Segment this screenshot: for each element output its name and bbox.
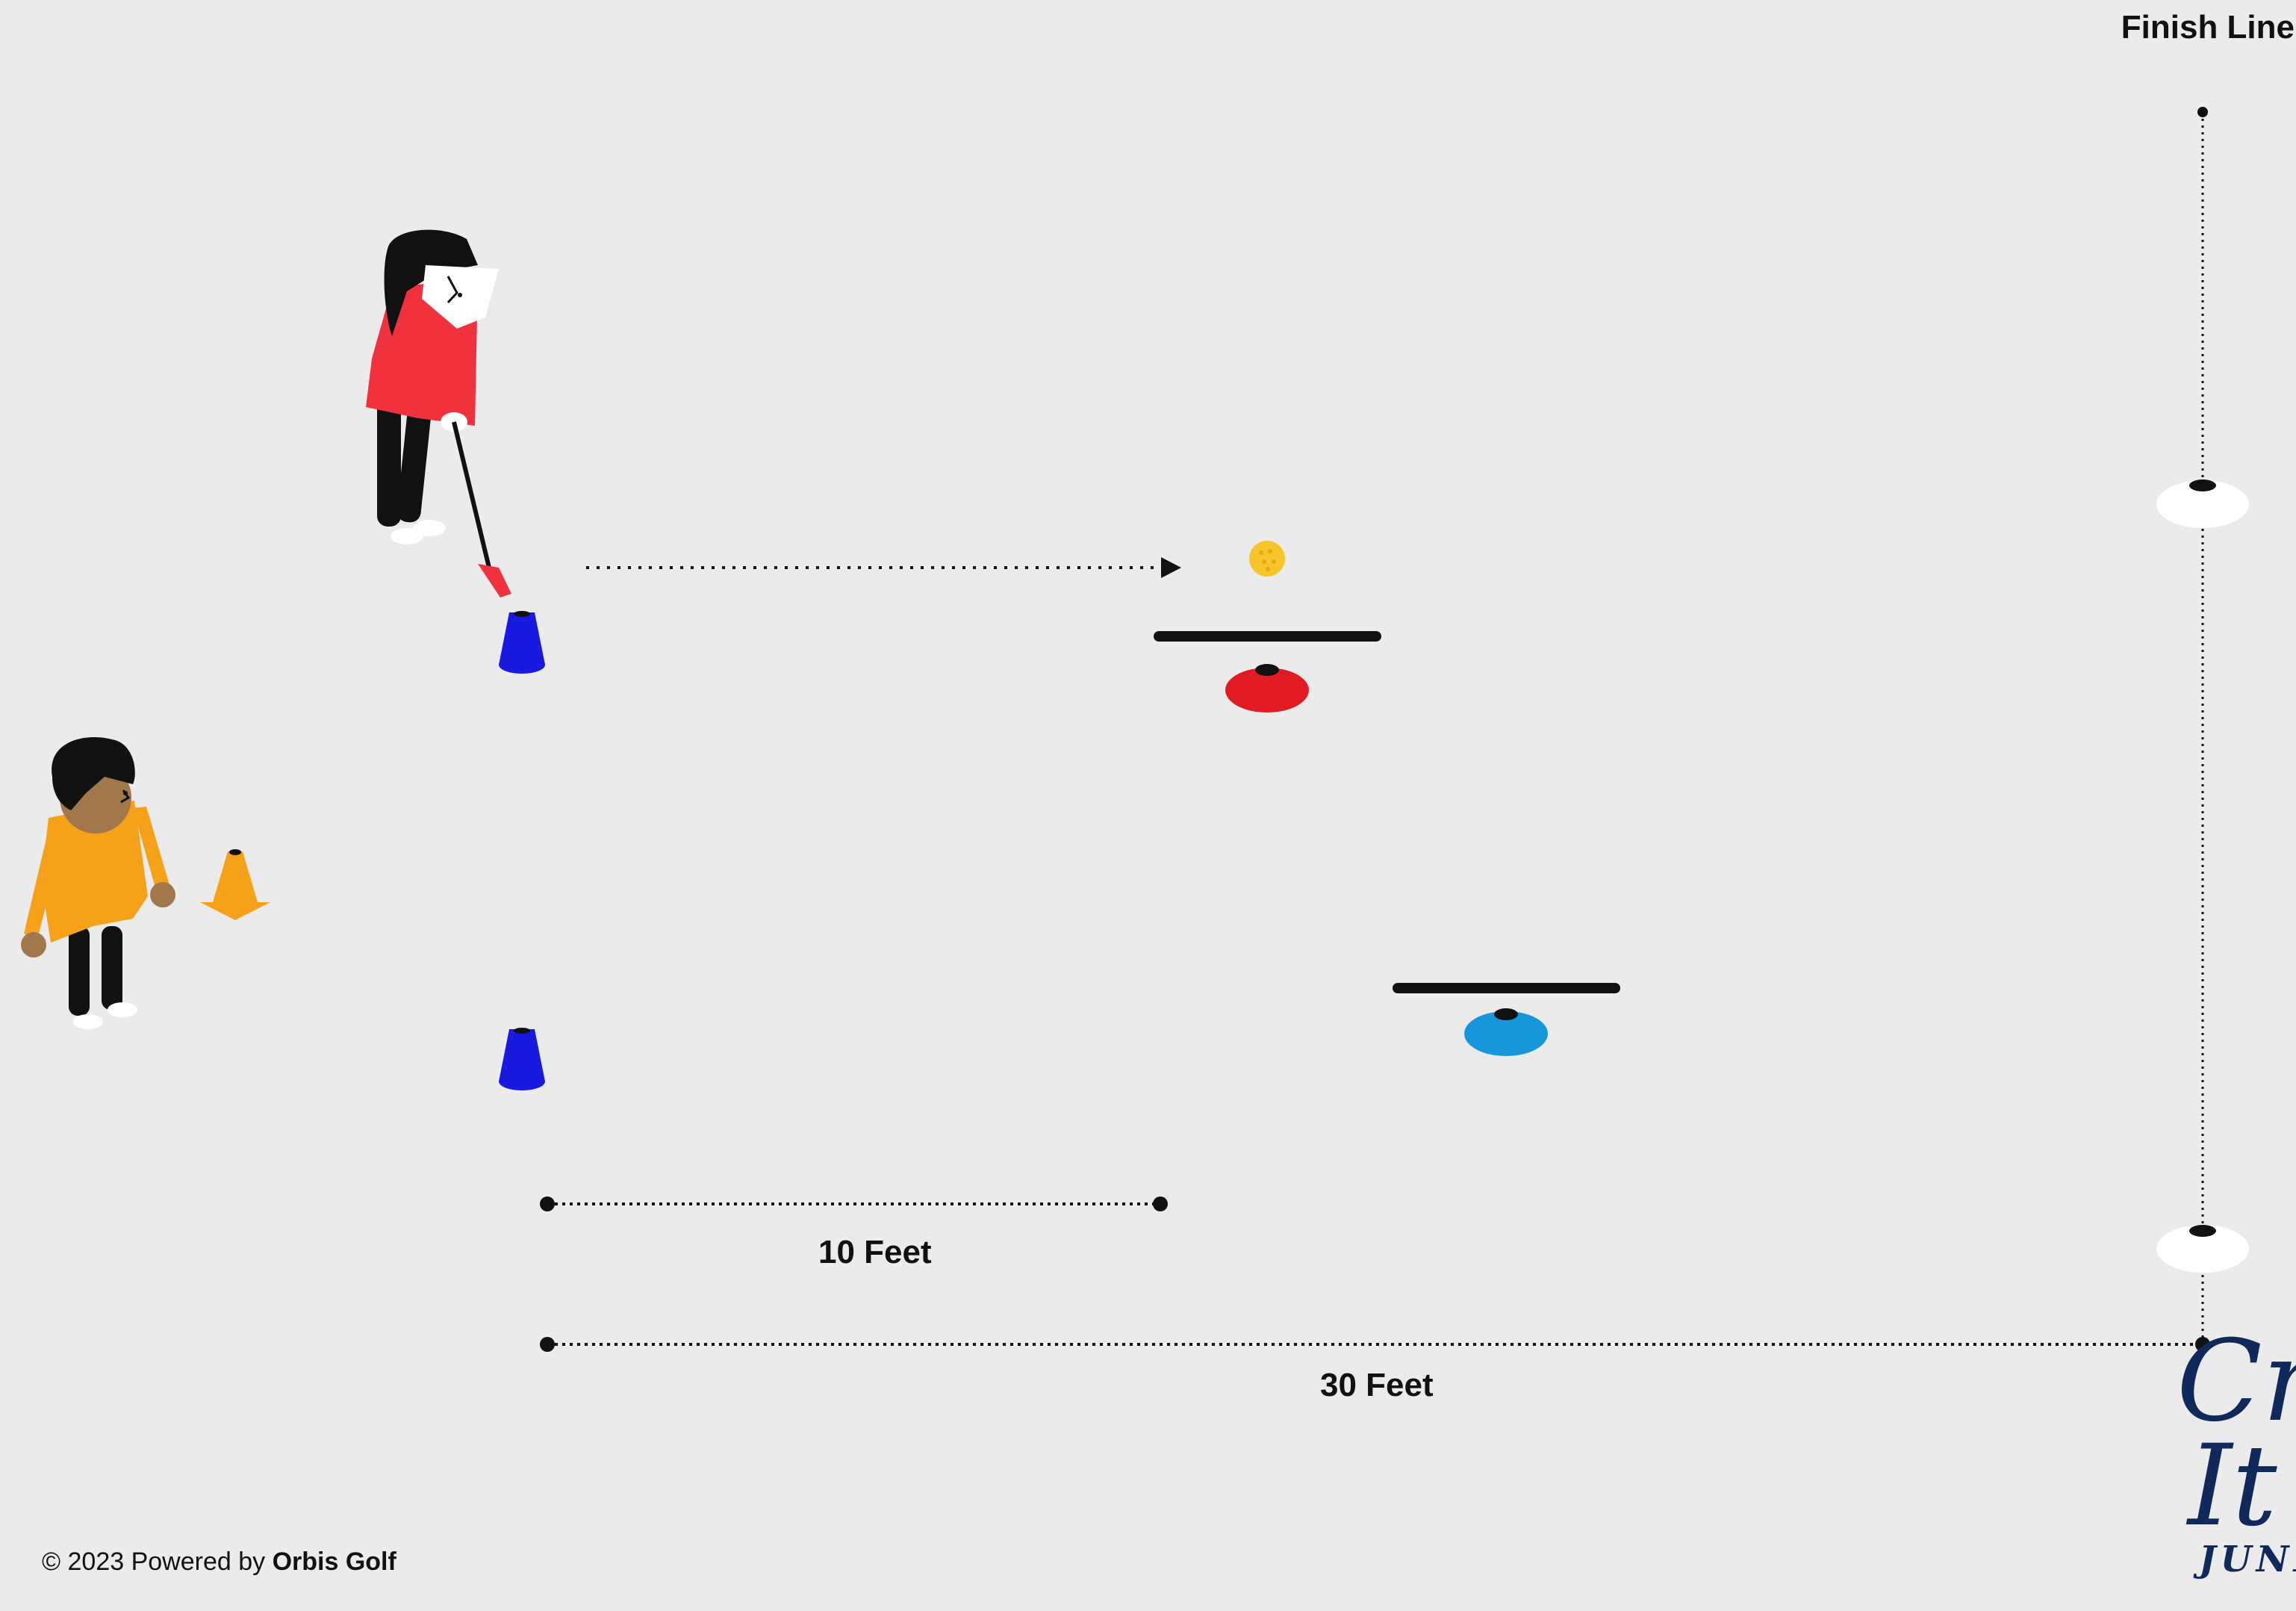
ten-feet-measure bbox=[540, 1196, 1168, 1211]
putting-player-figure bbox=[366, 230, 511, 597]
logo-line-1: Cr bbox=[2177, 1329, 2296, 1434]
thirty-feet-label: 30 Feet bbox=[1320, 1367, 1434, 1404]
ten-feet-label: 10 Feet bbox=[818, 1234, 932, 1271]
putt-path-arrow bbox=[586, 557, 1181, 578]
start-cone-top bbox=[499, 611, 545, 674]
logo-line-3: JUNIO bbox=[2199, 1539, 2296, 1580]
thirty-feet-measure bbox=[540, 1337, 2210, 1352]
coach-figure bbox=[21, 737, 175, 1029]
logo: Cr It JUNIO bbox=[2165, 1329, 2296, 1580]
orange-cone bbox=[200, 849, 270, 920]
target-line-near bbox=[1154, 631, 1381, 642]
brand-name: Orbis Golf bbox=[273, 1548, 396, 1576]
finish-line bbox=[2197, 107, 2208, 1344]
copyright-footer: © 2023 Powered by Orbis Golf bbox=[42, 1548, 396, 1577]
golf-ball bbox=[1249, 541, 1285, 577]
copyright-text: © 2023 Powered by bbox=[42, 1548, 265, 1576]
start-cone-bottom bbox=[499, 1028, 545, 1090]
logo-line-2: It bbox=[2188, 1434, 2296, 1539]
finish-line-label: Finish Line bbox=[2121, 9, 2295, 46]
red-disc-cone bbox=[1225, 664, 1309, 713]
finish-disc-cone-top bbox=[2156, 479, 2249, 528]
target-line-far bbox=[1393, 983, 1620, 993]
finish-disc-cone-bottom bbox=[2156, 1225, 2249, 1273]
blue-disc-cone bbox=[1464, 1008, 1548, 1056]
